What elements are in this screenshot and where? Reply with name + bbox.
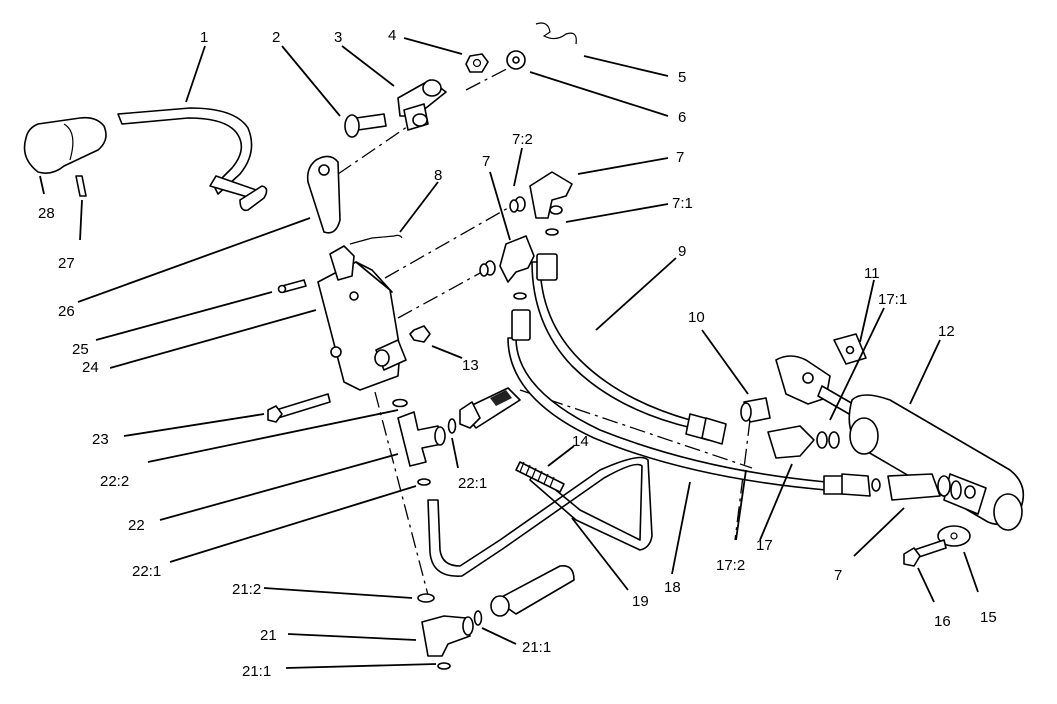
valve-pin xyxy=(277,279,307,294)
callout-25: 25 xyxy=(72,341,89,358)
knob-pin xyxy=(75,175,87,197)
callout-14: 14 xyxy=(572,433,589,450)
leader-lines xyxy=(39,37,979,669)
valve-bolt xyxy=(267,393,331,423)
o-ring-21-2 xyxy=(417,593,435,603)
lever-knob xyxy=(23,116,107,174)
callout-16: 16 xyxy=(934,613,951,630)
pivot-block xyxy=(397,79,447,131)
cylinder-fitting-7 xyxy=(887,473,962,501)
callout-10: 10 xyxy=(688,309,705,326)
callout-18: 18 xyxy=(664,579,681,596)
elbow-fitting-lower xyxy=(421,615,474,657)
cylinder-plug xyxy=(740,397,771,423)
cylinder-washer xyxy=(937,525,971,547)
callout-1: 1 xyxy=(200,29,208,46)
washer xyxy=(506,50,526,70)
tube-spring xyxy=(515,461,565,493)
elbow-fitting-middle xyxy=(479,235,535,283)
retaining-clip xyxy=(535,22,577,45)
valve-nut xyxy=(409,325,431,343)
o-ring-lower xyxy=(417,478,431,486)
callout-7-left: 7 xyxy=(482,153,490,170)
callout-21: 21 xyxy=(260,627,277,644)
callout-7-2: 7:2 xyxy=(512,131,533,148)
callout-13: 13 xyxy=(462,357,479,374)
callout-5: 5 xyxy=(678,69,686,86)
cylinder-elbow-17 xyxy=(767,425,840,459)
callout-23: 23 xyxy=(92,431,109,448)
callout-22-1-left: 22:1 xyxy=(132,563,161,580)
callout-9: 9 xyxy=(678,243,686,260)
tee-fitting xyxy=(397,411,446,467)
callout-26: 26 xyxy=(58,303,75,320)
callout-21-1-right: 21:1 xyxy=(522,639,551,656)
o-ring-hose xyxy=(513,292,881,492)
callout-27: 27 xyxy=(58,255,75,272)
callout-11: 11 xyxy=(864,265,880,282)
callout-22-1-right: 22:1 xyxy=(458,475,487,492)
callout-12: 12 xyxy=(938,323,955,340)
elbow-fitting-upper xyxy=(509,171,573,219)
valve-wire xyxy=(349,234,403,245)
nut xyxy=(465,53,489,73)
callout-15: 15 xyxy=(980,609,997,626)
o-ring-21-1-bottom xyxy=(437,662,451,670)
pivot-bolt xyxy=(344,113,387,138)
callout-21-2: 21:2 xyxy=(232,581,261,598)
o-ring-21-1-side xyxy=(473,610,483,626)
callout-7-right: 7 xyxy=(834,567,842,584)
callout-8: 8 xyxy=(434,167,442,184)
lever-bracket xyxy=(306,155,341,234)
hose-adapter xyxy=(459,387,521,429)
callout-24: 24 xyxy=(82,359,99,376)
callout-4: 4 xyxy=(388,27,396,44)
callout-22: 22 xyxy=(128,517,145,534)
lower-adapter xyxy=(490,564,575,617)
callout-6: 6 xyxy=(678,109,686,126)
o-ring-7-1 xyxy=(545,228,559,236)
o-ring-upper xyxy=(392,398,408,408)
hose-upper xyxy=(531,253,727,445)
callout-17: 17 xyxy=(756,537,773,554)
callout-7-upper: 7 xyxy=(676,149,684,166)
control-valve xyxy=(317,245,407,391)
hose-lower xyxy=(507,309,871,497)
callout-21-1-bottom: 21:1 xyxy=(242,663,271,680)
cylinder-bolt xyxy=(903,539,947,567)
callout-19: 19 xyxy=(632,593,649,610)
lever-handle xyxy=(117,107,268,212)
callout-28: 28 xyxy=(38,205,55,222)
callout-7-1: 7:1 xyxy=(672,195,693,212)
hydraulic-cylinder xyxy=(775,355,1025,531)
o-ring-side xyxy=(447,418,457,434)
callout-3: 3 xyxy=(334,29,342,46)
cylinder-bracket xyxy=(833,333,867,365)
callout-17-2: 17:2 xyxy=(716,557,745,574)
callout-22-2: 22:2 xyxy=(100,473,129,490)
callout-labels: 1 2 3 4 5 6 7:2 7 7 7:1 8 9 10 11 17:1 1… xyxy=(38,27,997,680)
callout-2: 2 xyxy=(272,29,280,46)
callout-17-1: 17:1 xyxy=(878,291,907,308)
